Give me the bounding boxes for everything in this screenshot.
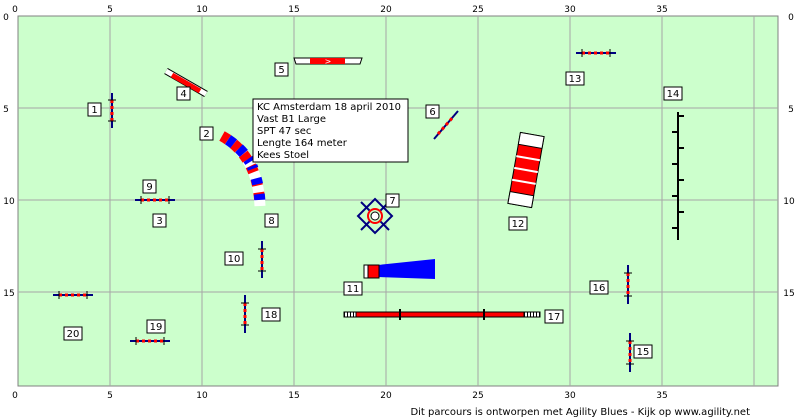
standard-time: SPT 47 sec [257,126,311,137]
obstacle-1-jump [108,93,116,128]
label-12: 12 [508,216,528,231]
svg-text:10: 10 [228,254,241,265]
label-16: 16 [589,280,609,295]
label-11: 11 [343,281,363,296]
obstacle-14-weave [672,112,684,240]
x-tick: 35 [656,5,667,15]
label-13: 13 [565,71,585,86]
obstacle-17-dogwalk [343,309,541,320]
label-6: 6 [425,104,440,119]
obstacle-10-jump [258,241,266,278]
obstacle-6-jump [433,110,459,140]
course-info-box: KC Amsterdam 18 april 2010 Vast B1 Large… [252,98,409,163]
x-tick: 5 [107,5,113,15]
label-14: 14 [663,86,683,101]
svg-text:5: 5 [278,65,284,76]
svg-text:9: 9 [146,182,152,193]
x-tick: 30 [564,391,576,401]
svg-text:15: 15 [637,347,650,358]
y-tick: 10 [783,197,795,207]
label-10: 10 [224,251,244,266]
svg-text:>: > [325,57,332,66]
x-tick: 0 [12,5,18,15]
x-tick: 0 [12,391,18,401]
svg-text:13: 13 [569,74,582,85]
obstacle-16-jump [624,265,632,304]
obstacle-11-chute [363,259,435,279]
svg-text:20: 20 [67,329,80,340]
footer-credit: Dit parcours is ontworpen met Agility Bl… [410,407,750,418]
x-tick: 20 [380,391,392,401]
label-5: 5 [274,62,289,77]
obstacle-19-jump [130,337,170,345]
y-tick: 15 [3,289,14,299]
event-title: KC Amsterdam 18 april 2010 [257,102,401,113]
obstacle-20-jump [53,291,93,299]
label-3: 3 [152,213,167,228]
axis-top: 0 5 10 15 20 25 30 35 [12,5,668,15]
svg-text:6: 6 [429,107,435,118]
svg-text:11: 11 [347,284,360,295]
label-8: 8 [264,213,279,228]
axis-left: 0 5 10 15 [3,13,15,299]
axis-right: 0 5 10 15 [783,13,795,299]
y-tick: 0 [3,13,9,23]
x-tick: 25 [472,391,483,401]
y-tick: 0 [788,13,794,23]
obstacle-9-jump [135,196,175,204]
label-1: 1 [87,102,102,117]
y-tick: 10 [3,197,15,207]
svg-text:14: 14 [667,89,680,100]
label-20: 20 [63,326,83,341]
label-19: 19 [146,319,166,334]
x-tick: 30 [564,5,576,15]
obstacle-labels: 1 2 3 4 5 6 7 8 9 10 11 12 13 14 15 16 1… [63,62,683,359]
x-tick: 10 [196,391,208,401]
obstacle-18-jump [241,295,249,333]
y-tick: 5 [788,105,794,115]
axis-bottom: 0 5 10 15 20 25 30 35 [12,391,668,401]
obstacle-7-tyre [356,197,394,235]
x-tick: 35 [656,391,667,401]
obstacle-13-jump [576,49,616,57]
svg-text:7: 7 [389,196,395,207]
svg-text:3: 3 [156,216,162,227]
x-tick: 20 [380,5,392,15]
course-length: Lengte 164 meter [257,138,348,149]
svg-text:2: 2 [203,129,209,140]
svg-text:12: 12 [512,219,525,230]
label-15: 15 [633,344,653,359]
obstacle-12-tunnel [507,131,545,209]
obstacle-4-jump [164,67,208,98]
obstacle-15-jump [626,333,634,372]
label-17: 17 [544,309,564,324]
obstacle-2-8-tunnel [219,131,266,207]
label-4: 4 [176,86,191,101]
svg-text:1: 1 [91,105,97,116]
svg-text:17: 17 [548,312,561,323]
svg-text:19: 19 [150,322,163,333]
label-9: 9 [142,179,157,194]
svg-text:4: 4 [180,89,186,100]
x-tick: 10 [196,5,208,15]
x-tick: 15 [288,5,299,15]
label-18: 18 [261,307,281,322]
svg-text:16: 16 [593,283,606,294]
x-tick: 15 [288,391,299,401]
svg-text:18: 18 [265,310,278,321]
label-7: 7 [385,193,400,208]
obstacle-5-plank: > [293,57,363,66]
y-tick: 15 [783,289,794,299]
y-tick: 5 [3,105,9,115]
x-tick: 5 [107,391,113,401]
x-tick: 25 [472,5,483,15]
course-class: Vast B1 Large [257,114,326,125]
label-2: 2 [199,126,214,141]
svg-text:8: 8 [268,216,274,227]
judge-name: Kees Stoel [257,150,309,161]
